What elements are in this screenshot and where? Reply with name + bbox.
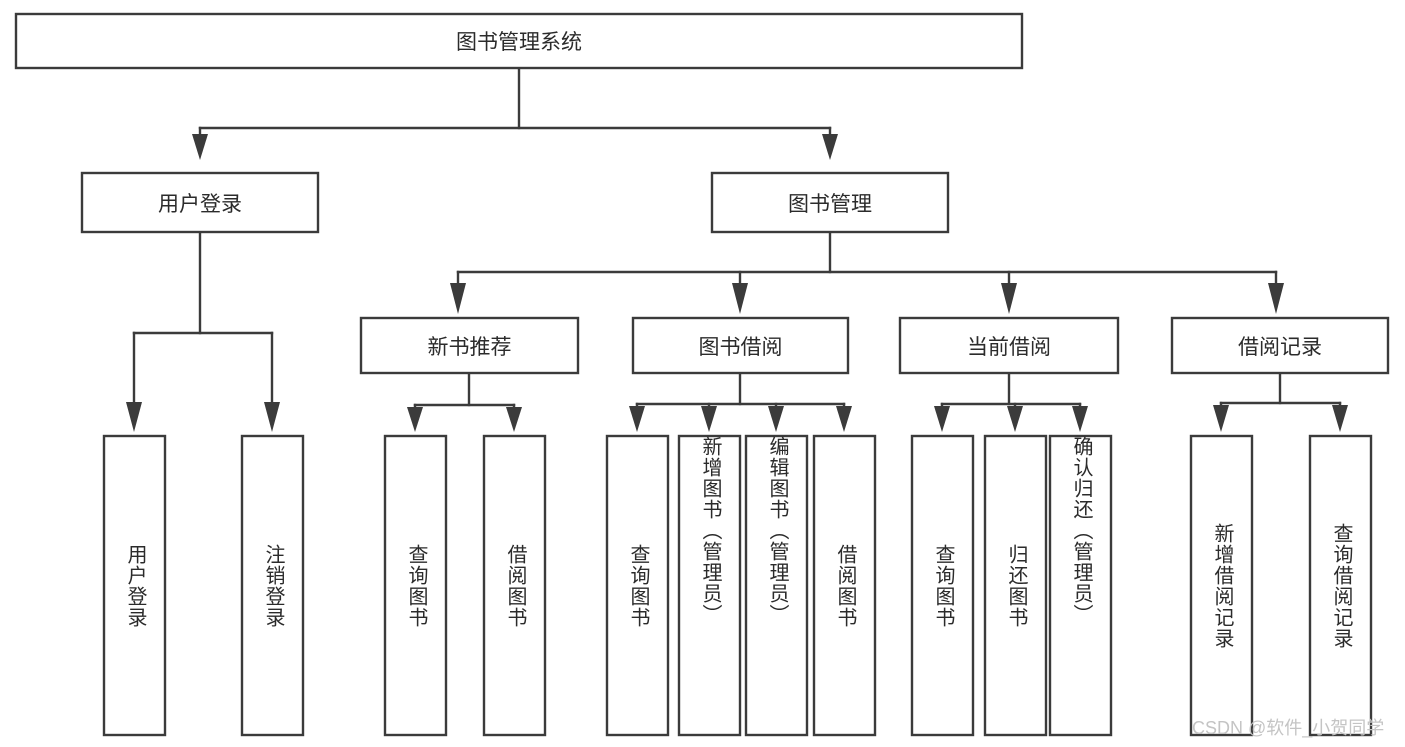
leaf-box-add-book-admin[interactable] (677, 434, 742, 737)
arrow-borrow-leaf-3 (768, 406, 784, 432)
arrow-current-leaf-3 (1072, 406, 1088, 432)
leaf-box-query-books-current[interactable] (910, 434, 975, 737)
arrow-book-mgmt-to-records (1268, 283, 1284, 314)
leaf-box-user-login[interactable] (102, 434, 167, 737)
leaf-box-confirm-return-admin[interactable] (1048, 434, 1113, 737)
arrow-root-to-user-login (192, 134, 208, 160)
arrow-book-mgmt-to-borrow (732, 283, 748, 314)
arrow-current-leaf-1 (934, 406, 950, 432)
arrow-records-leaf-1 (1213, 405, 1229, 432)
node-book-borrowing[interactable] (631, 316, 850, 375)
leaf-box-logout[interactable] (240, 434, 305, 737)
leaf-box-query-books-new[interactable] (383, 434, 448, 737)
arrow-book-mgmt-to-new-books (450, 283, 466, 314)
node-root-book-management-system[interactable] (14, 12, 1024, 70)
node-user-login[interactable] (80, 171, 320, 234)
leaf-box-borrow-books[interactable] (812, 434, 877, 737)
leaf-box-return-books[interactable] (983, 434, 1048, 737)
leaf-box-add-borrow-record[interactable] (1189, 434, 1254, 737)
leaf-box-edit-book-admin[interactable] (744, 434, 809, 737)
arrow-borrow-leaf-4 (836, 406, 852, 432)
arrow-borrow-leaf-1 (629, 406, 645, 432)
node-box-layer (14, 12, 1390, 737)
arrow-new-books-leaf-2 (506, 407, 522, 432)
arrow-root-to-book-mgmt (822, 134, 838, 160)
node-new-book-recommendation[interactable] (359, 316, 580, 375)
arrow-user-login-leaf-1 (126, 402, 142, 432)
arrow-book-mgmt-to-current (1001, 283, 1017, 314)
arrow-borrow-leaf-2 (701, 406, 717, 432)
arrow-user-login-leaf-2 (264, 402, 280, 432)
leaf-box-query-books-borrow[interactable] (605, 434, 670, 737)
arrow-records-leaf-2 (1332, 405, 1348, 432)
arrow-new-books-leaf-1 (407, 407, 423, 432)
node-book-management[interactable] (710, 171, 950, 234)
node-current-borrowing[interactable] (898, 316, 1120, 375)
connector-layer (126, 66, 1348, 432)
leaf-box-query-borrow-record[interactable] (1308, 434, 1373, 737)
node-borrow-records[interactable] (1170, 316, 1390, 375)
leaf-box-borrow-books-new[interactable] (482, 434, 547, 737)
arrow-current-leaf-2 (1007, 406, 1023, 432)
